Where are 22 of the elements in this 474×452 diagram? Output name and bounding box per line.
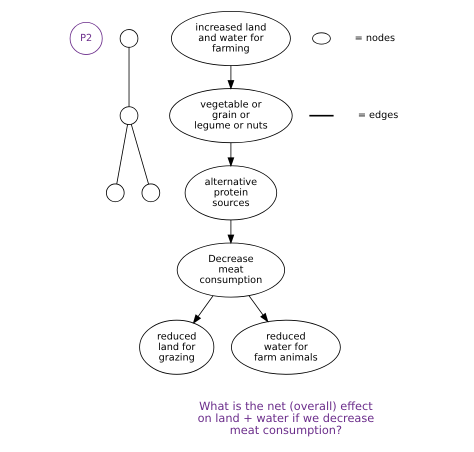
node-ellipse: reduced land for grazing xyxy=(138,320,214,375)
connector xyxy=(128,46,129,107)
label: What is the net (overall) effect on land + water if we decrease meat consumption? xyxy=(197,398,374,438)
node-ellipse: increased land and water for farming xyxy=(170,10,290,66)
node-ellipse: Decrease meat consumption xyxy=(176,242,285,298)
node-ellipse: alternative protein sources xyxy=(184,165,277,220)
arrow xyxy=(248,295,268,323)
arrow xyxy=(227,219,234,244)
arrow xyxy=(227,142,234,168)
connector xyxy=(130,124,148,185)
legend-label: = nodes xyxy=(354,32,395,44)
node-circle xyxy=(119,106,138,125)
node-circle xyxy=(141,184,160,202)
connector xyxy=(116,124,128,184)
node-circle xyxy=(119,29,138,48)
arrow xyxy=(227,65,234,90)
legend-label: = edges xyxy=(357,110,398,122)
node-ellipse: vegetable or grain or legume or nuts xyxy=(168,88,292,144)
node-circle xyxy=(105,184,124,202)
node-circle: P2 xyxy=(69,22,102,55)
arrow xyxy=(192,295,214,324)
node-ellipse: reduced water for farm animals xyxy=(230,320,340,375)
